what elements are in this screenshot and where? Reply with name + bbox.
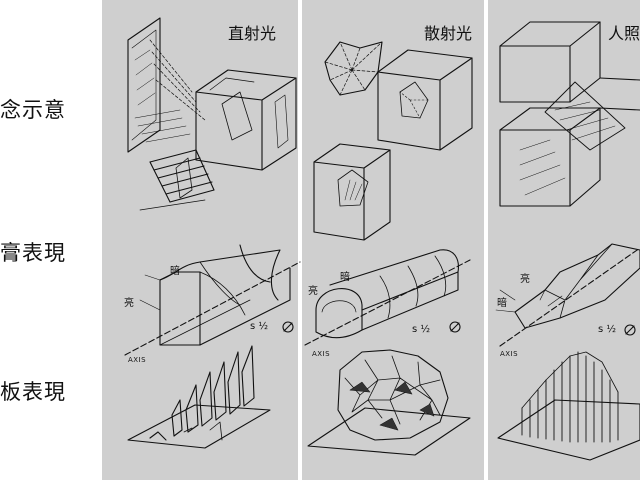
direct-bright-label: 亮 (124, 298, 134, 309)
title-direct-light: 直射光 (228, 24, 277, 43)
artificial-axis-label: AXIS (500, 350, 519, 358)
diffuse-light-concept-sketch (313, 41, 473, 241)
panel-diffuse-light (302, 0, 484, 480)
diffuse-bright-label: 亮 (308, 286, 318, 297)
artificial-scale-label: s ½ (598, 324, 617, 335)
artificial-bright-label: 亮 (520, 274, 530, 285)
artificial-dark-label: 暗 (497, 298, 507, 309)
artificial-light-board-sketch (497, 351, 640, 461)
diffuse-light-plaster-sketch (304, 249, 471, 346)
title-artificial-light: 人照 (608, 24, 640, 43)
artificial-light-plaster-sketch (495, 243, 640, 347)
direct-light-concept-sketch (127, 17, 297, 211)
diffuse-light-board-sketch (307, 349, 471, 456)
direct-axis-label: AXIS (128, 356, 147, 364)
direct-light-board-sketch (127, 345, 271, 449)
row-label-board: 板表現 (0, 380, 66, 404)
direct-dark-label: 暗 (170, 266, 180, 277)
diffuse-dark-label: 暗 (340, 272, 350, 283)
row-label-plaster: 膏表現 (0, 241, 66, 265)
artificial-light-concept-sketch (499, 21, 640, 207)
row-label-concept: 念示意 (0, 98, 66, 122)
title-diffuse-light: 散射光 (424, 24, 473, 43)
direct-light-plaster-sketch (124, 244, 301, 356)
diffuse-scale-label: s ½ (412, 324, 431, 335)
diffuse-axis-label: AXIS (312, 350, 331, 358)
direct-scale-label: s ½ (250, 321, 269, 332)
